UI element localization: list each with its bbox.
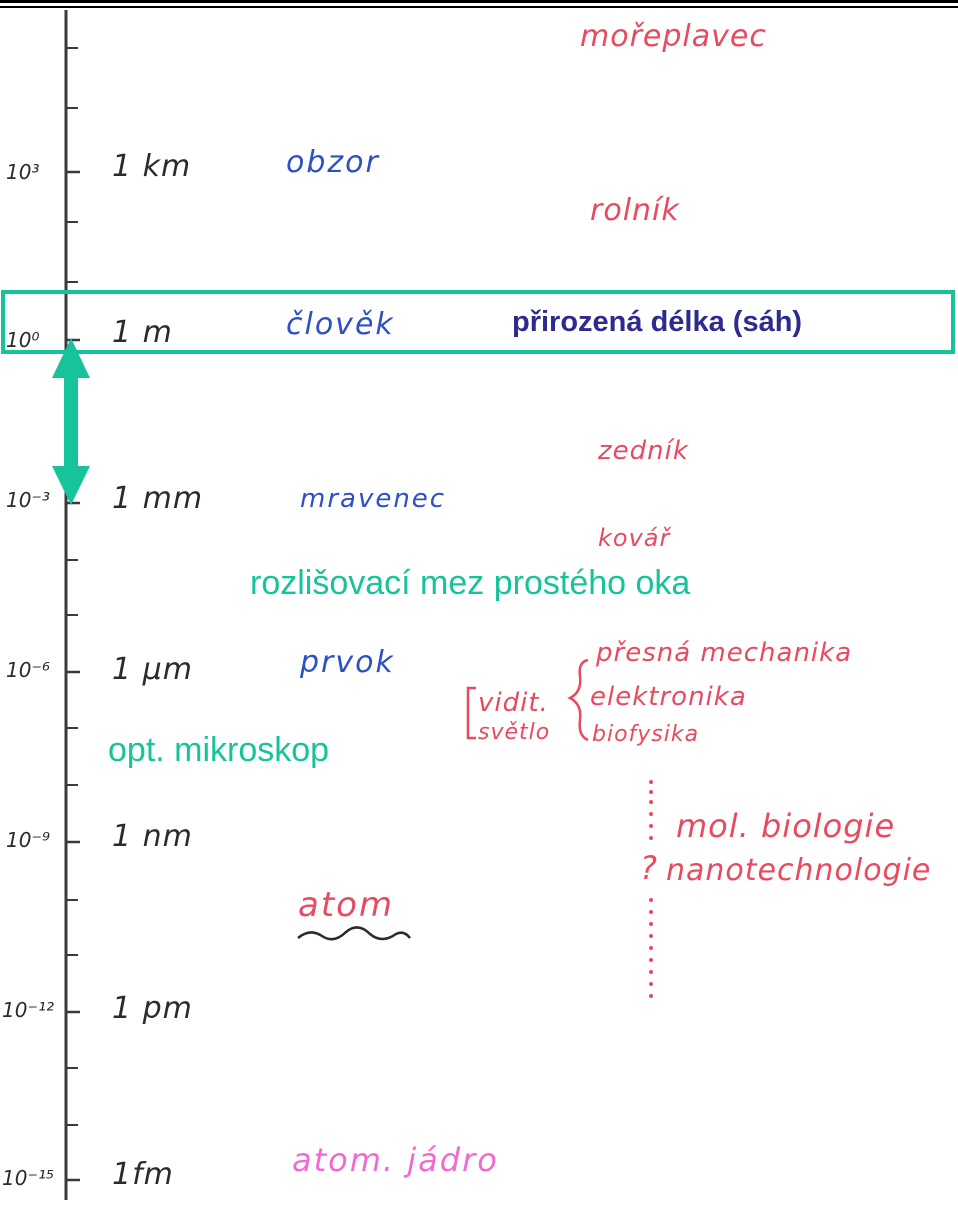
unit-label: 1 mm: [112, 481, 204, 516]
exponent-label: 10⁰: [6, 328, 40, 352]
dotted-range: [649, 780, 653, 998]
object-label-human: člověk: [286, 307, 395, 342]
object-label-protozoan: prvok: [300, 645, 395, 680]
frame-top-border-inner: [0, 6, 958, 8]
atom-squiggle: [297, 926, 411, 941]
curly-brace: [567, 658, 589, 742]
profession-smith: kovář: [598, 524, 671, 552]
exponent-label: 10³: [6, 160, 40, 184]
question-mark: ?: [640, 849, 658, 887]
object-label-horizon: obzor: [286, 145, 380, 180]
optical-microscope-label: opt. mikroskop: [108, 731, 330, 769]
exponent-label: 10⁻¹⁵: [2, 1166, 55, 1190]
unit-label: 1 km: [112, 149, 192, 184]
exponent-label: 10⁻¹²: [2, 998, 55, 1022]
profession-electronics: elektronika: [590, 682, 747, 712]
eye-resolution-label: rozlišovací mez prostého oka: [250, 564, 691, 602]
major-ticks: [66, 170, 80, 1182]
object-label-atom: atom: [298, 885, 395, 925]
unit-label: 1 μm: [112, 652, 193, 687]
profession-mason: zedník: [598, 436, 689, 466]
profession-molecular-biology: mol. biologie: [676, 807, 896, 845]
object-label-nucleus: atom. jádro: [292, 1141, 499, 1179]
profession-farmer: rolník: [590, 193, 680, 228]
natural-length-label: přirozená délka (sáh): [512, 306, 803, 338]
profession-nanotechnology: nanotechnologie: [666, 853, 932, 888]
profession-biophysics: biofysika: [592, 722, 700, 747]
unit-label: 1fm: [112, 1157, 174, 1192]
exponent-label: 10⁻⁶: [6, 658, 51, 682]
frame-top-border: [0, 0, 958, 3]
unit-label: 1 pm: [112, 991, 193, 1026]
visible-light-label-2: světlo: [478, 720, 551, 745]
exponent-label: 10⁻³: [6, 488, 51, 512]
resolution-arrow: [52, 338, 90, 505]
visible-light-bracket: [466, 686, 476, 740]
profession-navigator: mořeplavec: [580, 19, 767, 54]
exponent-label: 10⁻⁹: [6, 828, 51, 852]
object-label-ant: mravenec: [300, 484, 447, 514]
visible-light-label-1: vidit.: [478, 688, 549, 718]
minor-ticks: [66, 47, 78, 1126]
natural-length-box: [1, 290, 955, 354]
profession-precision-mechanics: přesná mechanika: [596, 638, 853, 668]
unit-label: 1 m: [112, 315, 173, 350]
unit-label: 1 nm: [112, 819, 193, 854]
